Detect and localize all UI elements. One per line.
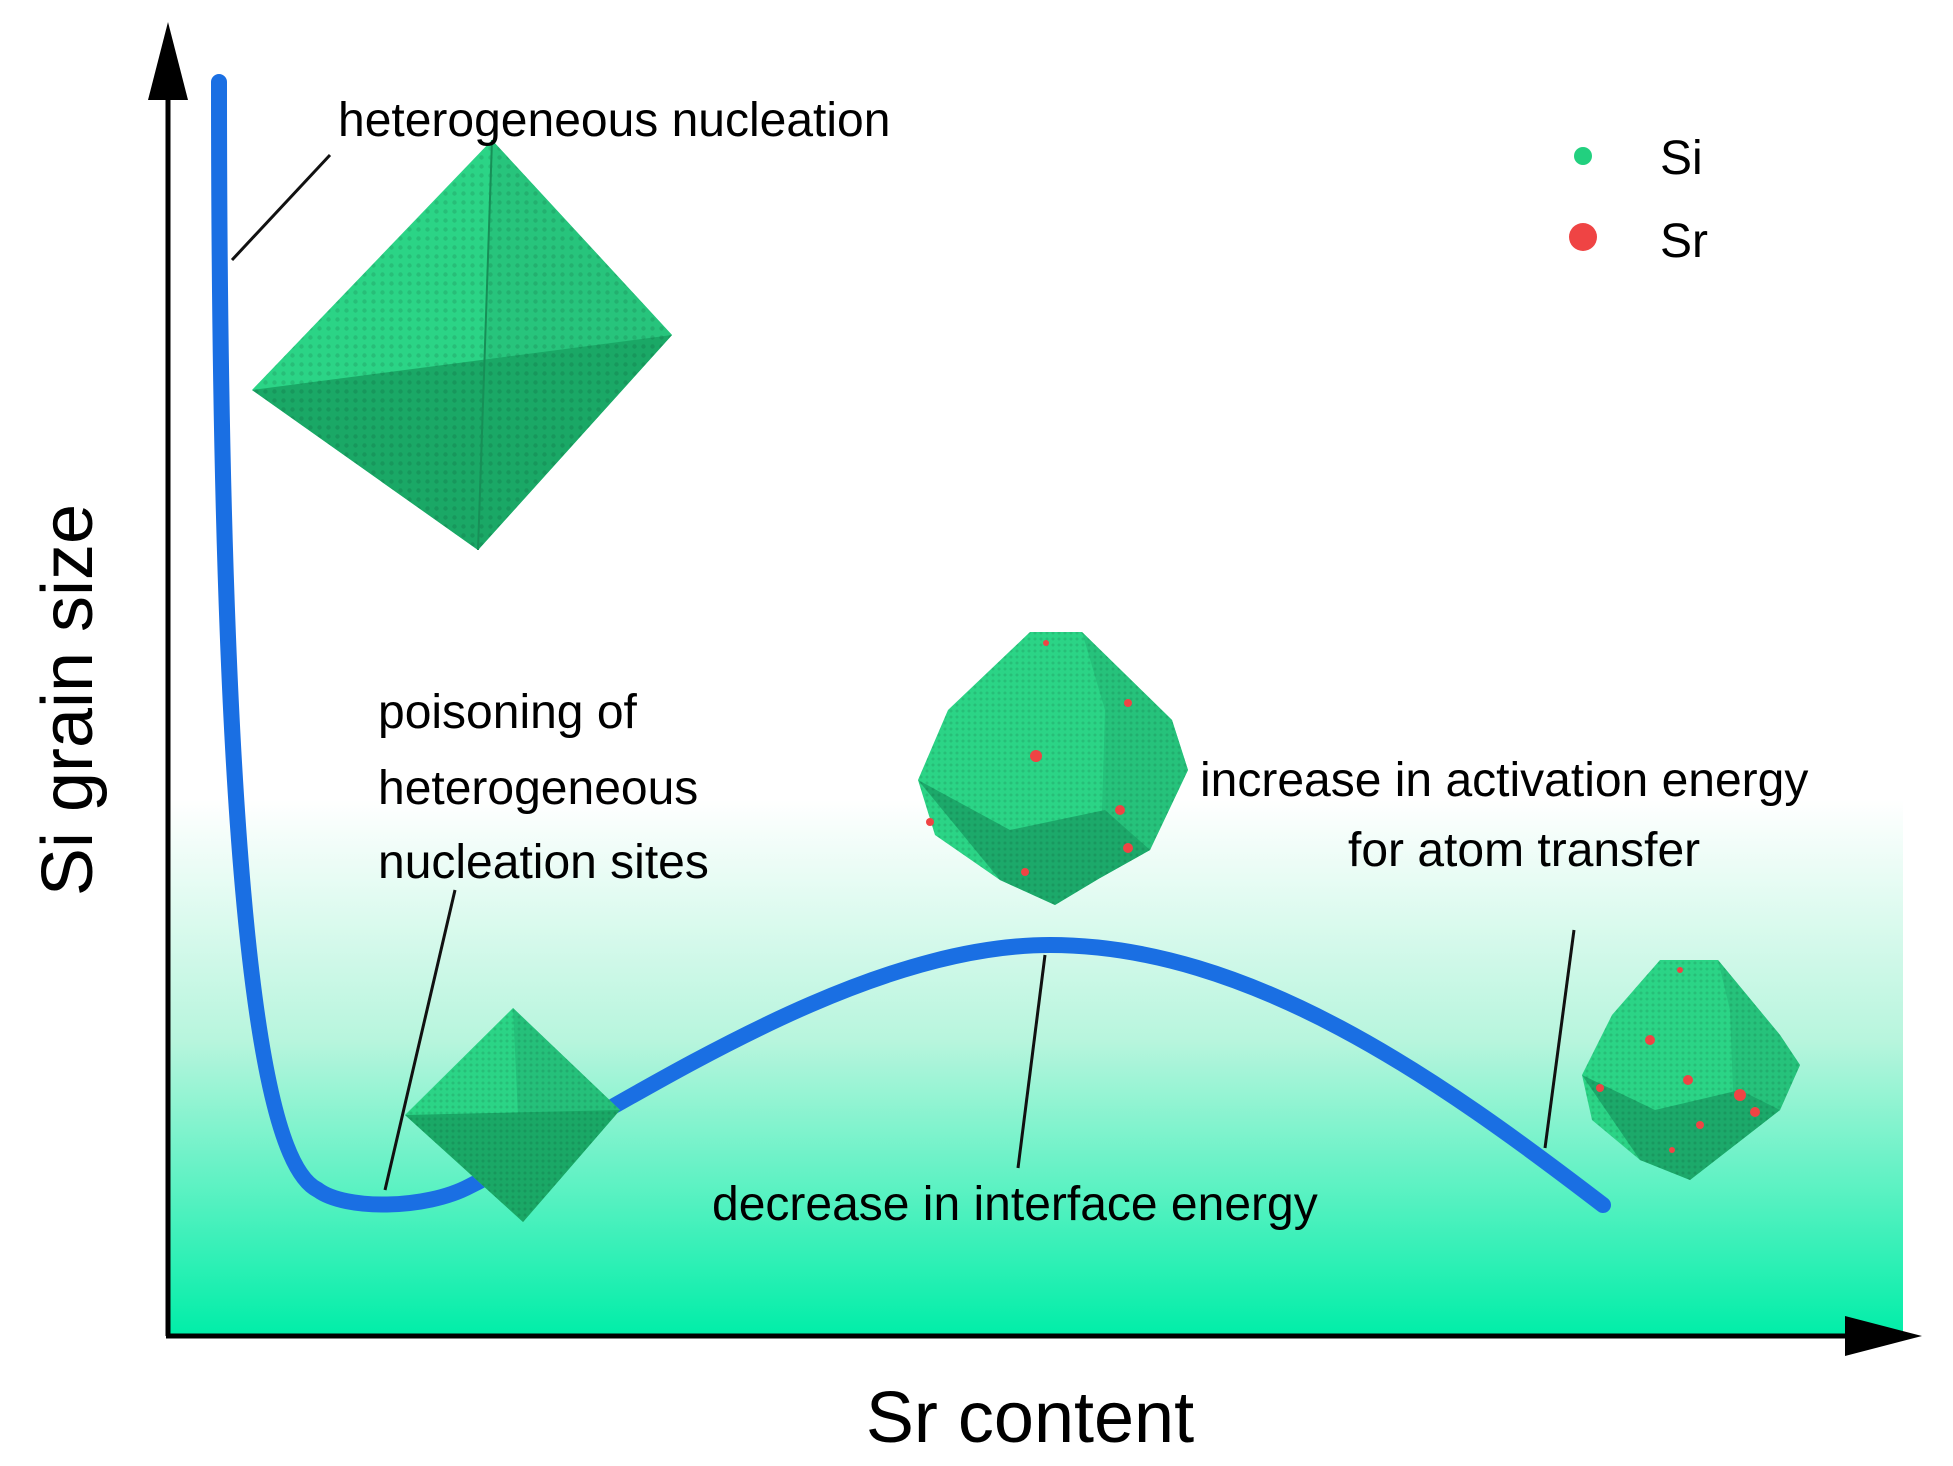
axes (148, 22, 1922, 1356)
legend-label-sr: Sr (1660, 215, 1708, 268)
annotation-poisoning-line1: poisoning of (378, 686, 638, 739)
leader-interface (1016, 954, 1047, 1169)
octahedron-crystal-large (252, 139, 672, 551)
leader-lines (230, 153, 1576, 1191)
sr-atoms-right (1596, 967, 1760, 1153)
truncated-crystal-middle (918, 632, 1188, 905)
truncated-crystal-right (1582, 960, 1800, 1180)
x-axis-label: Sr content (866, 1378, 1194, 1458)
leader-heterogeneous (230, 153, 332, 262)
octahedron-crystal-small (405, 1008, 620, 1222)
annotation-activation-line1: increase in activation energy (1200, 754, 1808, 807)
leader-activation (1543, 929, 1576, 1149)
si-atom-icon (1574, 147, 1592, 165)
annotations: heterogeneous nucleation poisoning of he… (338, 94, 1808, 1231)
y-axis-label: Si grain size (28, 504, 108, 896)
legend-item-sr: Sr (1569, 215, 1708, 268)
legend-item-si: Si (1574, 132, 1703, 185)
legend: Si Sr (1569, 132, 1708, 268)
legend-label-si: Si (1660, 132, 1703, 185)
annotation-interface-energy: decrease in interface energy (712, 1178, 1318, 1231)
leader-poisoning (383, 889, 457, 1191)
annotation-activation-line2: for atom transfer (1348, 824, 1700, 877)
sr-atoms-middle (926, 640, 1133, 876)
y-axis-arrow (148, 22, 188, 100)
annotation-poisoning-line3: nucleation sites (378, 836, 709, 889)
sr-atom-icon (1569, 223, 1597, 251)
x-axis-arrow (1845, 1316, 1922, 1356)
annotation-heterogeneous-nucleation: heterogeneous nucleation (338, 94, 890, 147)
annotation-poisoning-line2: heterogeneous (378, 762, 698, 815)
